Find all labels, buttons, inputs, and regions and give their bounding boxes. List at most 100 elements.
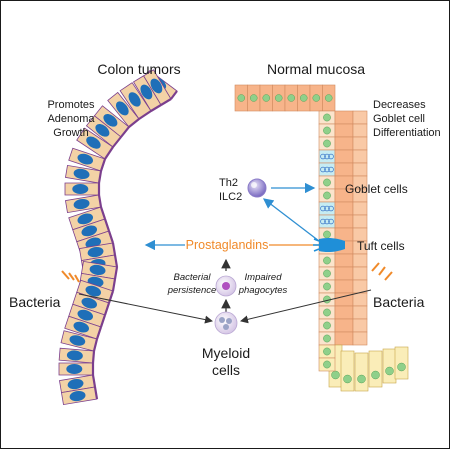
goblet-cell [318,162,336,177]
tumor-apical-rim [92,338,99,352]
normal-cell [352,318,368,333]
th2-label: Th2 [219,177,238,189]
normal-cell [334,266,354,281]
persistence-label: persistence [167,285,217,296]
normal-nucleus [250,94,258,102]
tumor-apical-rim [170,90,178,100]
adenoma-label: Adenoma [47,113,95,125]
normal-cell [334,214,354,229]
normal-cell [352,214,368,229]
tumor-nucleus [73,321,90,333]
normal-cell [334,162,354,177]
tumor-nucleus [72,184,89,194]
normal-cell [352,136,368,151]
normal-cell [334,123,354,138]
tumor-apical-rim [112,136,122,148]
crypt-base-nucleus [397,362,406,372]
tumor-nucleus [85,285,102,297]
crypt-base-cell [368,350,383,388]
tumor-apical-rim [97,170,103,184]
tumor-apical-rim [95,326,103,340]
tumor-nucleus [69,335,86,346]
tumor-apical-rim [99,206,107,220]
myeloid-label: Myeloid [202,345,250,361]
normal-nucleus [323,347,331,356]
normal-cell [352,149,368,164]
normal-nucleus [323,282,331,291]
tumor-apical-rim [107,290,115,304]
goblet-granule [328,153,334,160]
differentiation-label: Differentiation [373,127,441,139]
bacteria-left-label: Bacteria [9,294,61,310]
goblet-cell [318,149,336,164]
normal-cell [334,253,354,268]
tumor-apical-rim [150,104,162,112]
tumor-nucleus [69,390,86,402]
th2-ilc2-cell-icon [247,178,267,198]
goblet-granule [328,218,334,225]
normal-nucleus [323,269,331,278]
tumor-nucleus [89,264,106,276]
tumor-apical-rim [104,146,114,160]
tumor-apical-rim [103,302,111,316]
tumor-epithelium [58,69,178,406]
goblet-granule [328,205,334,212]
bacterial-label: Bacterial [174,272,212,283]
goblet-granule [320,205,326,212]
goblet-cell-label: Goblet cell [373,113,425,125]
goblet-cells-label: Goblet cells [345,182,408,196]
crypt-base-cell [354,352,369,392]
normal-nucleus [325,94,333,102]
tumor-nucleus [73,198,90,210]
normal-nucleus [262,94,270,102]
bacteria-right-label: Bacteria [373,294,425,310]
normal-cell [352,162,368,177]
goblet-granule [320,218,326,225]
goblet-granule [324,205,330,212]
tumor-apical-rim [120,126,130,138]
tumor-nucleus [66,364,83,374]
normal-cell [334,318,354,333]
tumor-apical-rim [111,242,117,256]
normal-nucleus [287,94,295,102]
tumor-apical-rim [93,386,99,400]
normal-cell [334,149,354,164]
bacteria-right-icon [371,262,393,281]
phagocytes-label: phagocytes [238,285,288,296]
tumor-nucleus [150,78,163,94]
tumor-apical-rim [113,254,119,268]
normal-nucleus [323,308,331,317]
tumor-apical-rim [107,230,115,244]
goblet-cell [318,201,336,216]
crypt-base-nucleus [371,370,380,380]
normal-cell [334,136,354,151]
normal-cell [352,292,368,307]
normal-mucosa-title: Normal mucosa [267,61,365,77]
normal-cell [334,305,354,320]
normal-cell [352,123,368,138]
phagocyte-cell-icon [215,275,237,297]
normal-cell [352,110,368,125]
normal-nucleus [323,139,331,148]
goblet-cell [318,214,336,229]
tumor-nucleus [67,378,84,390]
normal-nucleus [323,126,331,135]
tuft-cell-icon [313,237,345,253]
normal-nucleus [323,178,331,187]
bacteria-left-icon [61,270,80,283]
crypt-base-nucleus [343,374,352,384]
decreases-label: Decreases [373,99,426,111]
tumor-apical-rim [138,110,152,120]
tumor-apical-rim [91,374,97,388]
ilc2-label: ILC2 [219,191,242,203]
tumor-apical-rim [103,218,111,232]
tumor-apical-rim [113,266,119,280]
normal-nucleus [275,94,283,102]
cells-label: cells [212,362,240,378]
myeloid-cell-icon [214,311,238,335]
tumor-nucleus [77,213,94,225]
normal-cell [334,279,354,294]
crypt-base-cell [340,350,355,392]
tumor-nucleus [81,225,98,237]
